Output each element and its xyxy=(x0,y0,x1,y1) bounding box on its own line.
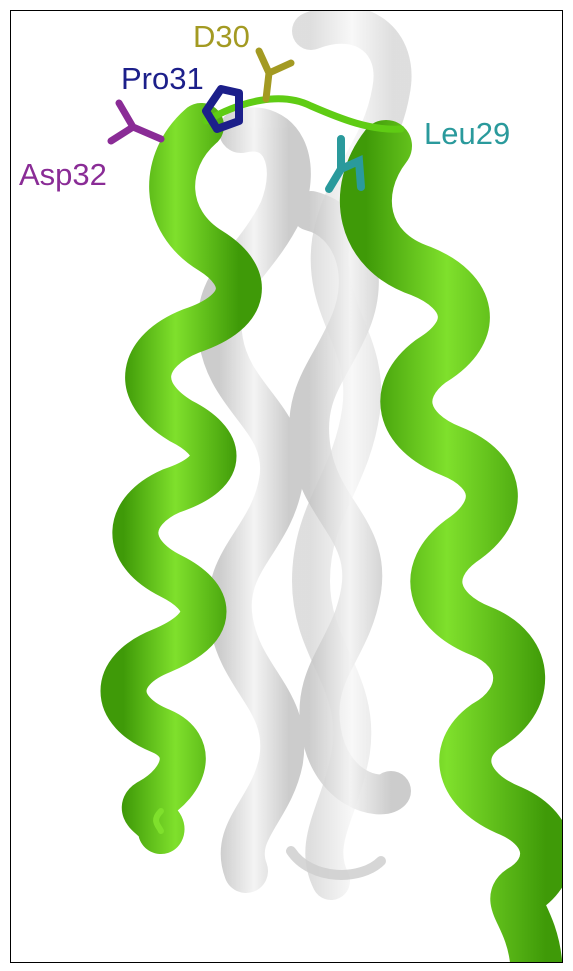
figure-frame: D30 Pro31 Asp32 Leu29 xyxy=(10,10,563,963)
residue-label-d30: D30 xyxy=(193,21,250,52)
highlight-helix-right xyxy=(366,146,546,961)
stick-residue-icon xyxy=(111,103,161,141)
highlight-helix-left xyxy=(124,126,239,831)
protein-ribbon-scene xyxy=(11,11,563,963)
residue-label-pro31: Pro31 xyxy=(121,63,204,94)
residue-label-asp32: Asp32 xyxy=(19,159,107,190)
residue-label-leu29: Leu29 xyxy=(424,118,510,149)
stick-residue-icon xyxy=(259,51,291,99)
